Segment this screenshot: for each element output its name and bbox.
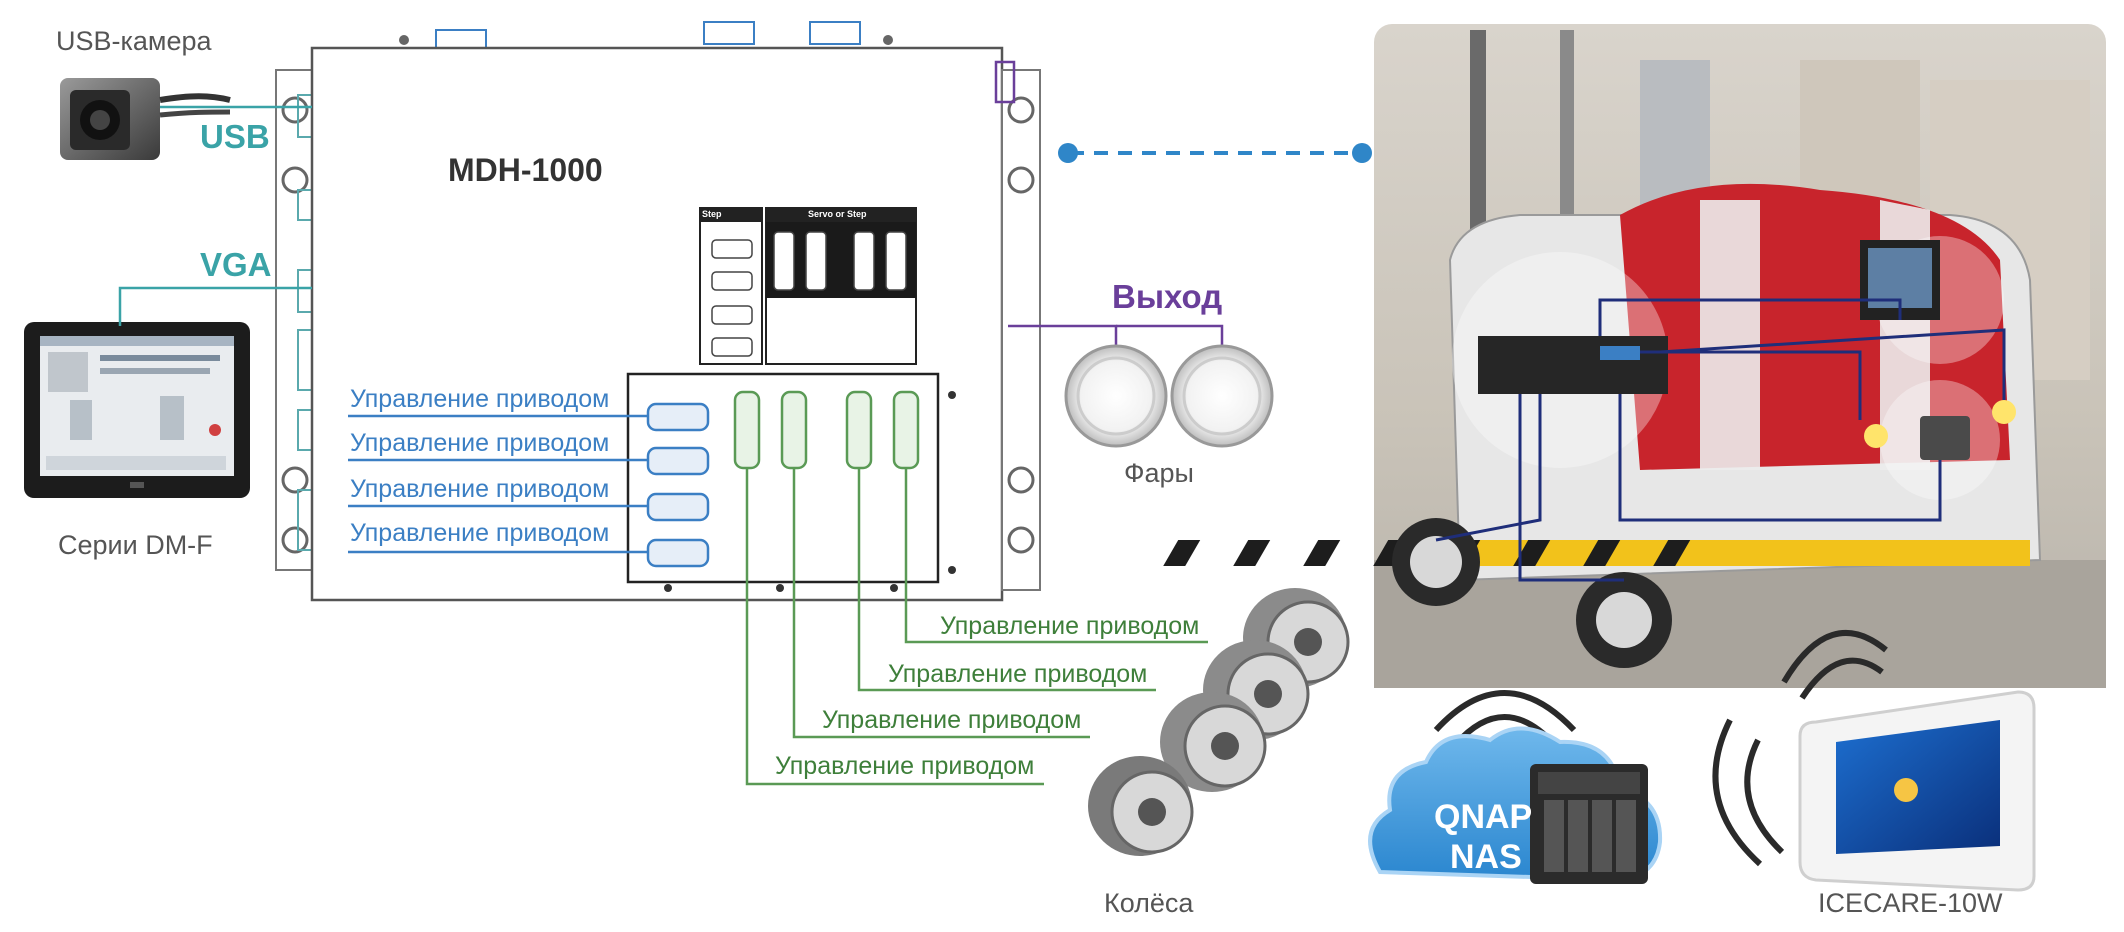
nas-label-line2: NAS [1450, 838, 1522, 876]
drive-label-left-2: Управление приводом [350, 429, 610, 457]
usb-label: USB [200, 118, 270, 155]
vga-label: VGA [200, 246, 272, 283]
display-series-label: Серии DM-F [58, 530, 213, 560]
drive-connector-panel [626, 372, 940, 584]
usb-vga-lines [118, 105, 312, 326]
headlights-label: Фары [1124, 458, 1194, 488]
wifi-signal-tablet [1712, 629, 1888, 867]
drive-label-bottom-2: Управление приводом [888, 660, 1148, 688]
headlight-right [1170, 344, 1274, 448]
wheels-label: Колёса [1104, 888, 1194, 918]
robot-photo [1163, 24, 2106, 688]
wheels-image [1088, 588, 1350, 856]
nas-label-line1: QNAP [1434, 798, 1533, 836]
device-model-title: MDH-1000 [448, 152, 603, 188]
drive-label-left-4: Управление приводом [350, 519, 610, 547]
drive-label-left-1: Управление приводом [350, 385, 610, 413]
display-dmf-image [24, 322, 250, 498]
drive-label-bottom-3: Управление приводом [822, 706, 1082, 734]
usb-camera-image [60, 78, 231, 160]
bottom-drive-lines [745, 468, 1208, 786]
output-label: Выход [1112, 278, 1223, 315]
output-line [1008, 324, 1224, 346]
usb-camera-label: USB-камера [56, 26, 212, 56]
headlight-left [1064, 344, 1168, 448]
step-servo-panel [699, 207, 917, 365]
dashed-link [1058, 143, 1372, 163]
drive-label-left-3: Управление приводом [350, 475, 610, 503]
tablet-label: ICECARE-10W [1818, 888, 2003, 918]
tablet-icecare-image [1798, 690, 2036, 892]
nas-device-image [1530, 764, 1648, 884]
left-drive-lines [348, 414, 648, 554]
drive-label-bottom-1: Управление приводом [940, 612, 1200, 640]
drive-label-bottom-4: Управление приводом [775, 752, 1035, 780]
servo-header: Servo or Step [808, 209, 867, 219]
step-header: Step [702, 209, 722, 219]
